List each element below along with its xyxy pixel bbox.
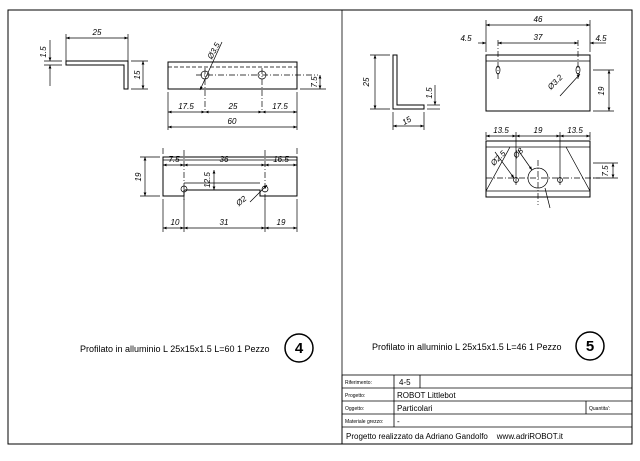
title-block-riferimento-label: Riferimento: (345, 380, 372, 386)
dim-4-bottom-e: 31 (220, 218, 229, 227)
dim-5-bottom-right: 13.5 (567, 126, 583, 135)
dim-4-bottom-slot: 12.5 (203, 172, 212, 188)
drawing-4-number: 4 (295, 340, 304, 357)
dim-4-bottom-c: 16.5 (273, 155, 289, 164)
title-block: Riferimento: 4-5 Progetto: ROBOT Littleb… (341, 374, 633, 445)
dim-5-top-total: 46 (534, 15, 543, 24)
dim-5-bottom-big-dia: Ø8 (511, 146, 526, 161)
dim-4-top-total: 60 (228, 117, 237, 126)
dim-5-bottom-left: 13.5 (493, 126, 509, 135)
dim-4-bottom-a: 7.5 (168, 155, 180, 164)
dim-4-bottom-height: 19 (134, 172, 143, 181)
drawing-4-labels: 25 1.5 15 Ø3.5 17.5 25 17.5 60 7.5 7.5 3… (39, 28, 319, 357)
drawing-5-caption: Profilato in alluminio L 25x15x1.5 L=46 … (372, 342, 562, 352)
drawing-4 (44, 34, 326, 363)
title-block-footer: Progetto realizzato da Adriano Gandolfo … (346, 432, 564, 441)
title-block-oggetto-value: Particolari (397, 404, 433, 413)
dim-5-side-width: 15 (401, 114, 414, 127)
dim-5-top-height: 19 (597, 86, 606, 95)
dim-5-top-right: 4.5 (595, 34, 607, 43)
drawing-4-top-view (167, 41, 326, 130)
dim-4-top-hole-dia: Ø3.5 (205, 41, 222, 62)
dim-4-top-mid: 25 (228, 102, 238, 111)
dim-4-bottom-b: 36 (220, 155, 229, 164)
title-block-oggetto-label: Oggetto: (345, 406, 364, 412)
sheet-border (7, 9, 633, 445)
title-block-progetto-value: ROBOT Littlebot (397, 391, 456, 400)
dim-4-bottom-d: 10 (171, 218, 180, 227)
dim-4-top-right: 17.5 (272, 102, 288, 111)
drawing-5-number: 5 (586, 338, 594, 355)
drawing-4-side-view (44, 34, 148, 90)
dim-5-bottom-side: 7.5 (601, 165, 610, 177)
drawing-5-number-circle (575, 331, 605, 361)
dim-4-side-height: 15 (133, 70, 142, 79)
dim-5-side-height: 25 (362, 77, 371, 87)
title-block-riferimento-value: 4-5 (399, 378, 411, 387)
dim-4-bottom-f: 19 (277, 218, 286, 227)
drawing-5-side-view (370, 54, 440, 130)
title-block-materiale-label: Materiale grezzo: (345, 419, 383, 425)
dim-5-top-left: 4.5 (460, 34, 472, 43)
dim-4-side-width: 25 (92, 28, 102, 37)
dim-5-top-hole-dia: Ø3.2 (545, 73, 565, 93)
drawing-5-top-view (478, 20, 614, 112)
drawing-4-bottom-view (140, 148, 298, 232)
dim-4-bottom-hole-dia: Ø2 (234, 194, 249, 209)
dim-4-top-left: 17.5 (178, 102, 194, 111)
dim-4-side-thickness: 1.5 (39, 46, 48, 58)
dim-5-top-mid: 37 (534, 33, 543, 42)
dim-4-top-side: 7.5 (310, 76, 319, 88)
dim-5-side-thickness: 1.5 (425, 87, 434, 99)
drawing-5 (370, 20, 618, 361)
drawing-5-bottom-view (485, 132, 618, 209)
drawing-4-number-circle (284, 333, 314, 363)
title-block-materiale-value: - (397, 417, 400, 426)
title-block-quantita-label: Quantita': (589, 406, 610, 412)
drawing-4-caption: Profilato in alluminio L 25x15x1.5 L=60 … (80, 344, 270, 354)
title-block-progetto-label: Progetto: (345, 393, 365, 399)
dim-5-bottom-mid: 19 (534, 126, 543, 135)
